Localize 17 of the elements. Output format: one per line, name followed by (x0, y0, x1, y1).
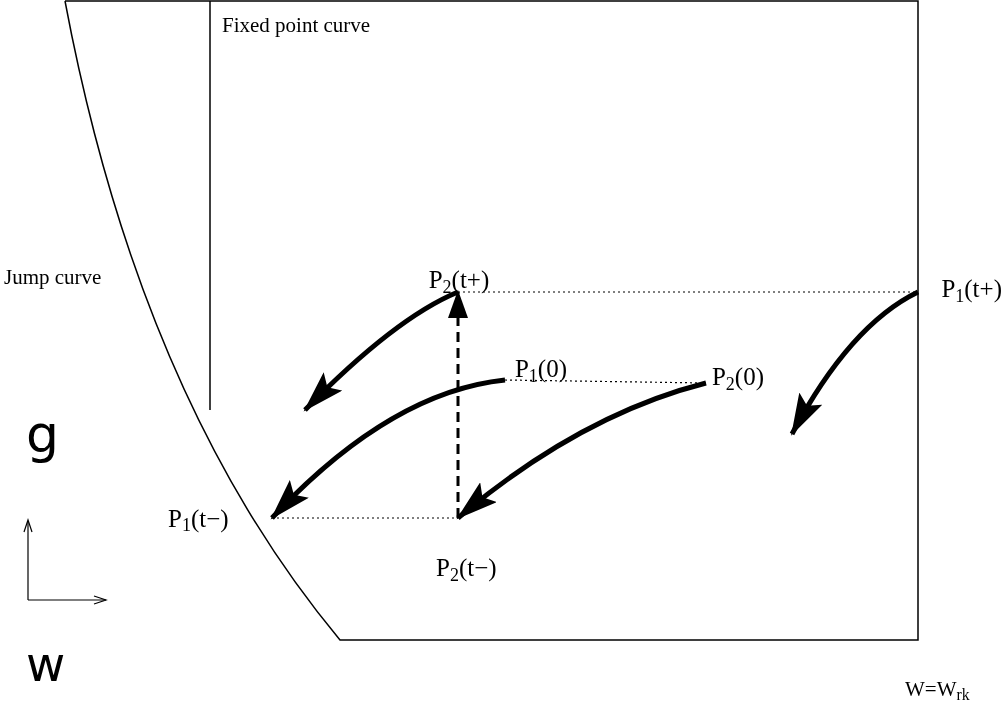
point-label: P$_{2}$(t−) (436, 555, 497, 580)
arrow (789, 289, 920, 436)
point-label: P$_{1}$(t+) (941, 276, 1002, 301)
arrow (456, 380, 707, 520)
point-label: P$_{1}$(0) (514, 356, 567, 381)
point-label: P$_{1}$(t−) (168, 505, 229, 531)
curve-label: Fixed point curve (222, 12, 371, 39)
curve-label: Jump curve (4, 264, 102, 291)
dotted-line (504, 379, 707, 384)
dotted-line (271, 517, 459, 519)
point-label: P$_{2}$(0) (711, 364, 764, 389)
arrow (270, 377, 506, 520)
arrow (303, 289, 459, 412)
arrow (448, 290, 468, 518)
axis-label: w (26, 640, 66, 688)
curve-label: W=W$_{rk}$ (905, 676, 970, 705)
point-label: P$_{2}$(t+) (428, 267, 490, 292)
